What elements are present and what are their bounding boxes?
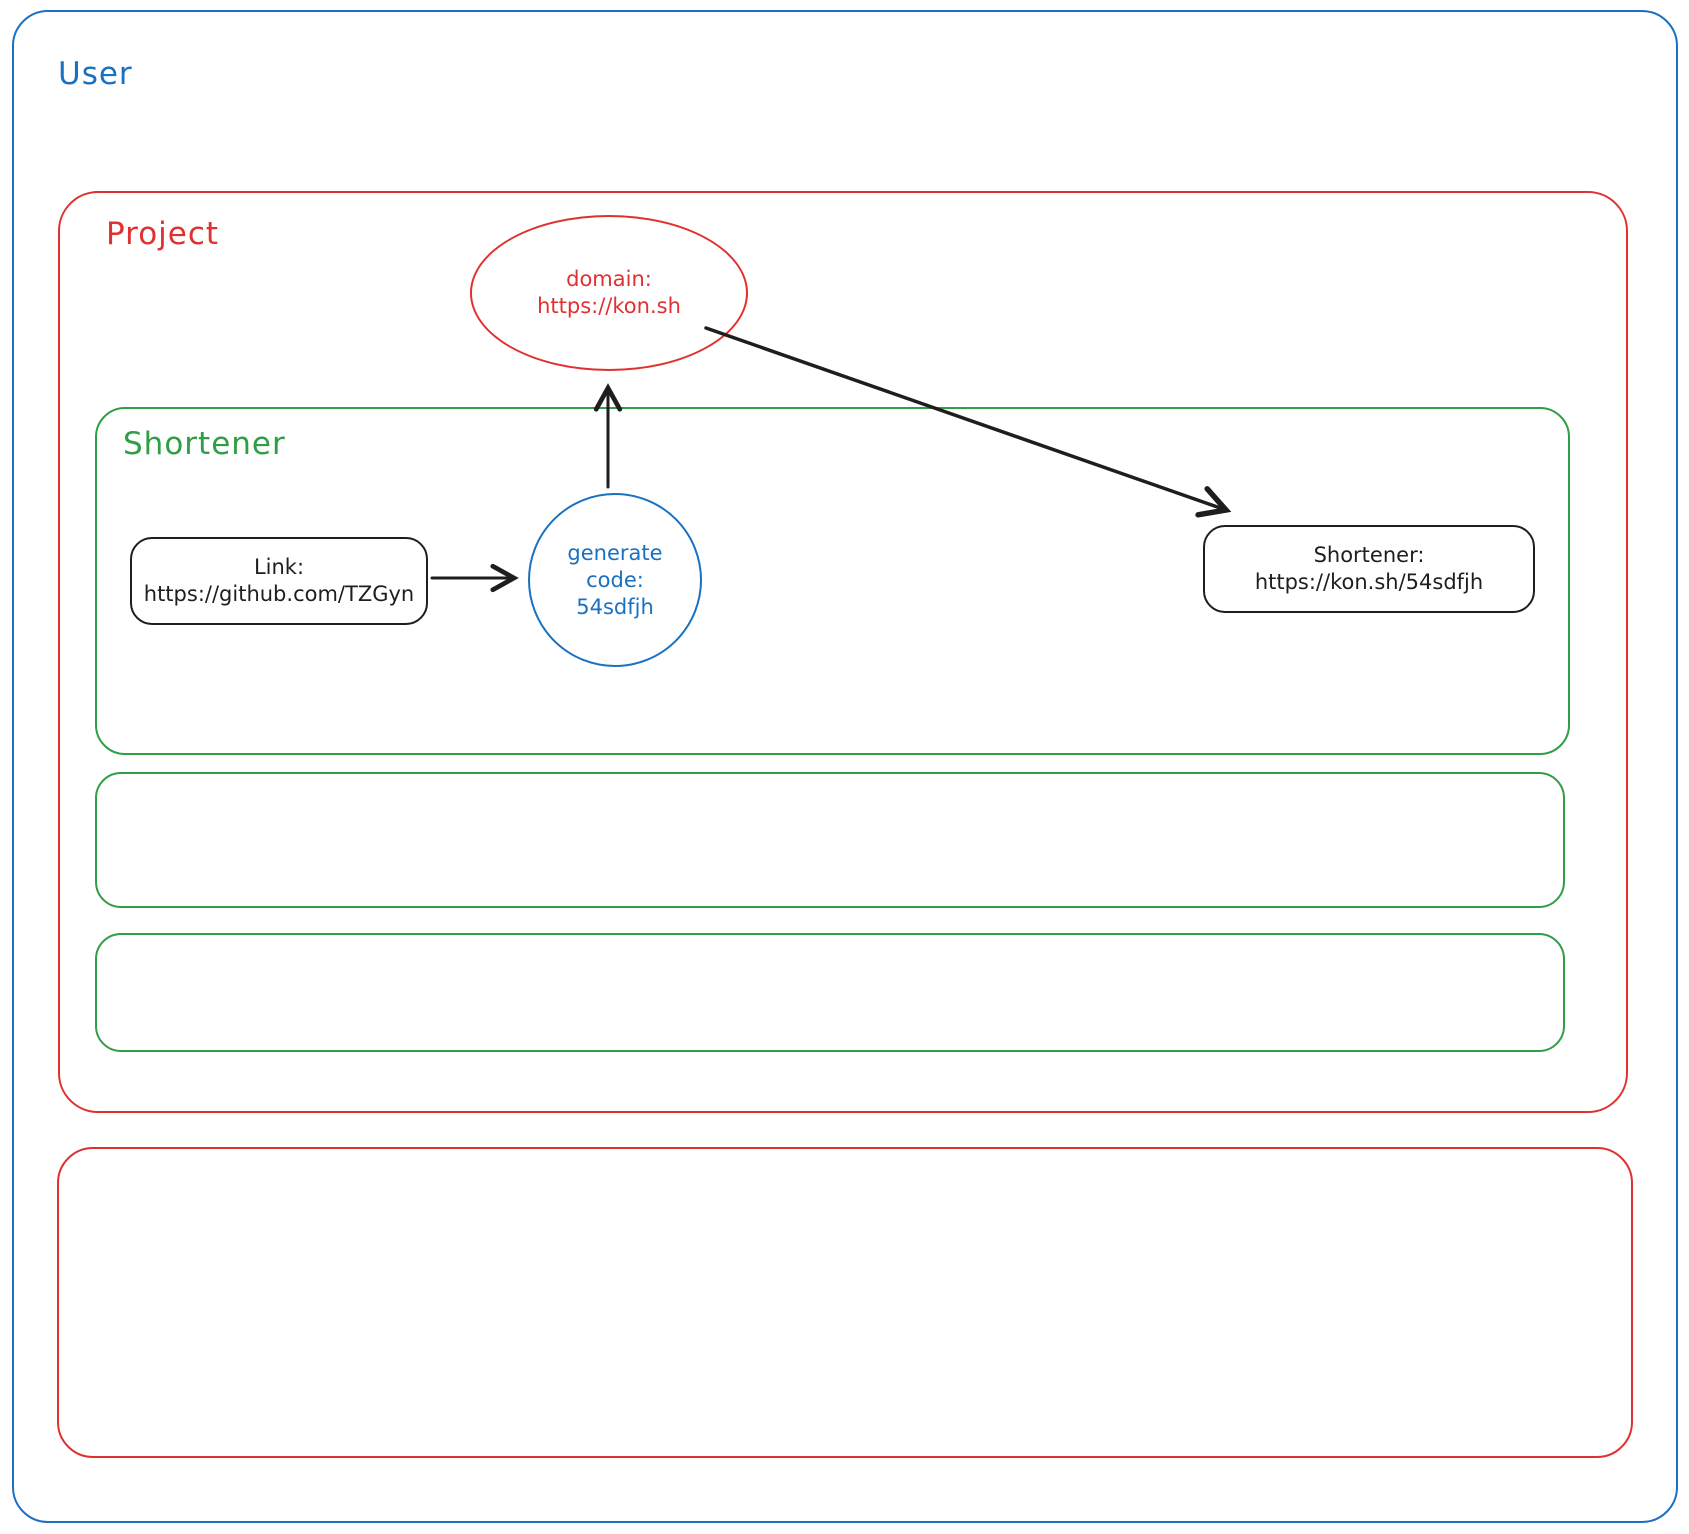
domain-text-line2: https://kon.sh [537, 294, 681, 318]
generate-code-circle: generate code: 54sdfjh [528, 493, 702, 667]
generate-text-line2: code: [586, 567, 644, 592]
domain-ellipse: domain: https://kon.sh [470, 215, 748, 371]
domain-text-line1: domain: [566, 267, 652, 291]
link-text-line1: Link: [253, 555, 305, 579]
user-label: User [58, 56, 133, 92]
project-label: Project [106, 216, 220, 252]
result-box: Shortener: https://kon.sh/54sdfjh [1203, 525, 1535, 613]
bottom-red-box [57, 1147, 1633, 1458]
link-text-line2: https://github.com/TZGyn [143, 582, 415, 606]
shortener-label: Shortener [123, 426, 286, 462]
result-text-line1: Shortener: [1313, 543, 1425, 567]
generate-text-line1: generate [567, 540, 663, 565]
result-text-line2: https://kon.sh/54sdfjh [1254, 570, 1484, 594]
empty-green-box-2 [95, 933, 1565, 1052]
empty-green-box-1 [95, 772, 1565, 908]
generate-text-line3: 54sdfjh [576, 594, 654, 619]
user-container [12, 10, 1678, 1523]
link-box: Link: https://github.com/TZGyn [130, 537, 428, 625]
project-container [58, 191, 1628, 1113]
